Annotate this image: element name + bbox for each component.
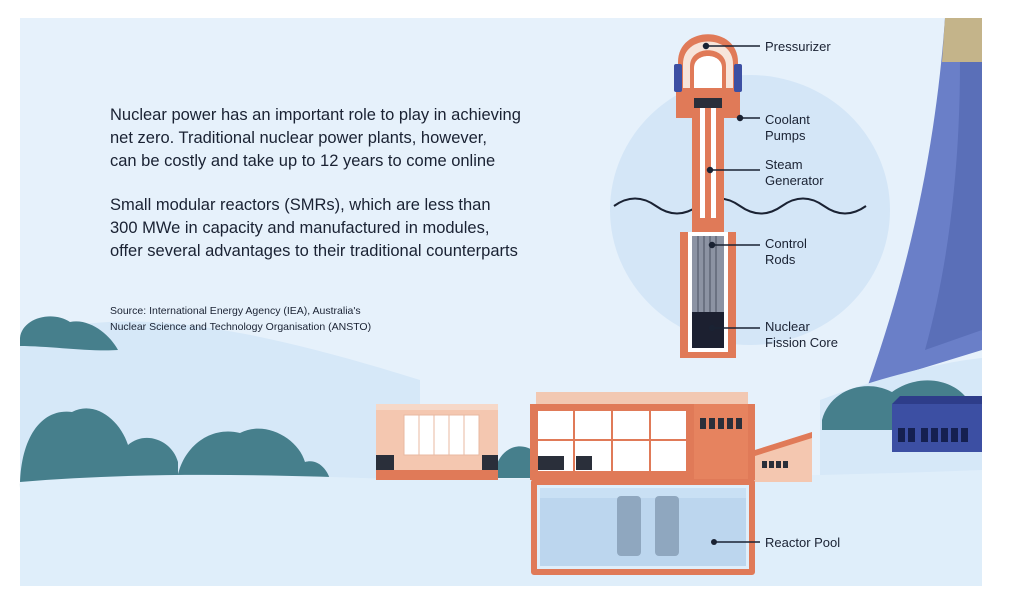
intro-line: Nuclear power has an important role to p…: [110, 106, 521, 124]
reactor-pool: [531, 479, 760, 575]
label-line: Pumps: [765, 128, 806, 143]
snow-ground: [20, 470, 982, 586]
label-pressurizer: Pressurizer: [765, 39, 831, 55]
label-line: Fission Core: [765, 335, 838, 350]
right-building: [892, 396, 982, 452]
intro-line: can be costly and take up to 12 years to…: [110, 152, 496, 170]
source-line: Source: International Energy Agency (IEA…: [110, 305, 361, 317]
label-steam-generator: Steam Generator: [765, 157, 824, 189]
reactor-glow: [610, 75, 890, 345]
label-line: Coolant: [765, 112, 810, 127]
source-line: Nuclear Science and Technology Organisat…: [110, 321, 372, 333]
label-line: Reactor Pool: [765, 535, 841, 550]
source-note: Source: International Energy Agency (IEA…: [110, 303, 371, 335]
label-coolant-pumps: Coolant Pumps: [765, 112, 810, 144]
intro-line: Small modular reactors (SMRs), which are…: [110, 196, 491, 214]
intro-paragraph-1: Nuclear power has an important role to p…: [110, 104, 521, 173]
main-building: [530, 392, 812, 482]
label-fission-core: Nuclear Fission Core: [765, 319, 838, 351]
label-line: Pressurizer: [765, 39, 831, 54]
intro-line: net zero. Traditional nuclear power plan…: [110, 129, 487, 147]
intro-line: offer several advantages to their tradit…: [110, 242, 518, 260]
intro-paragraph-2: Small modular reactors (SMRs), which are…: [110, 194, 518, 263]
label-line: Nuclear: [765, 319, 810, 334]
cooling-tower: [868, 18, 982, 385]
left-building: [376, 404, 498, 480]
label-control-rods: Control Rods: [765, 236, 807, 268]
label-line: Control: [765, 236, 807, 251]
reactor-vessel: [674, 34, 742, 358]
label-line: Steam: [765, 157, 803, 172]
label-line: Generator: [765, 173, 824, 188]
label-reactor-pool: Reactor Pool: [765, 535, 840, 551]
label-line: Rods: [765, 252, 796, 267]
water-wave: [613, 197, 867, 215]
leader-lines: [702, 42, 760, 332]
intro-line: 300 MWe in capacity and manufactured in …: [110, 219, 490, 237]
